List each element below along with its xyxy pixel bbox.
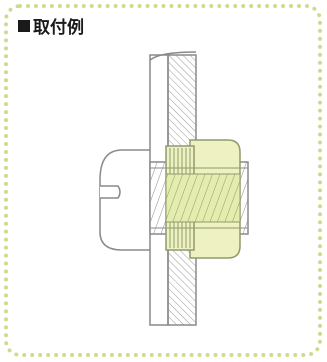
screw-head <box>99 149 150 251</box>
square-bullet-icon <box>18 19 30 32</box>
dotted-border-frame <box>4 4 322 357</box>
section-heading: 取付例 <box>18 13 84 38</box>
heading-title: 取付例 <box>33 18 84 38</box>
screw-slot <box>100 185 121 199</box>
threaded-insert <box>165 139 241 259</box>
